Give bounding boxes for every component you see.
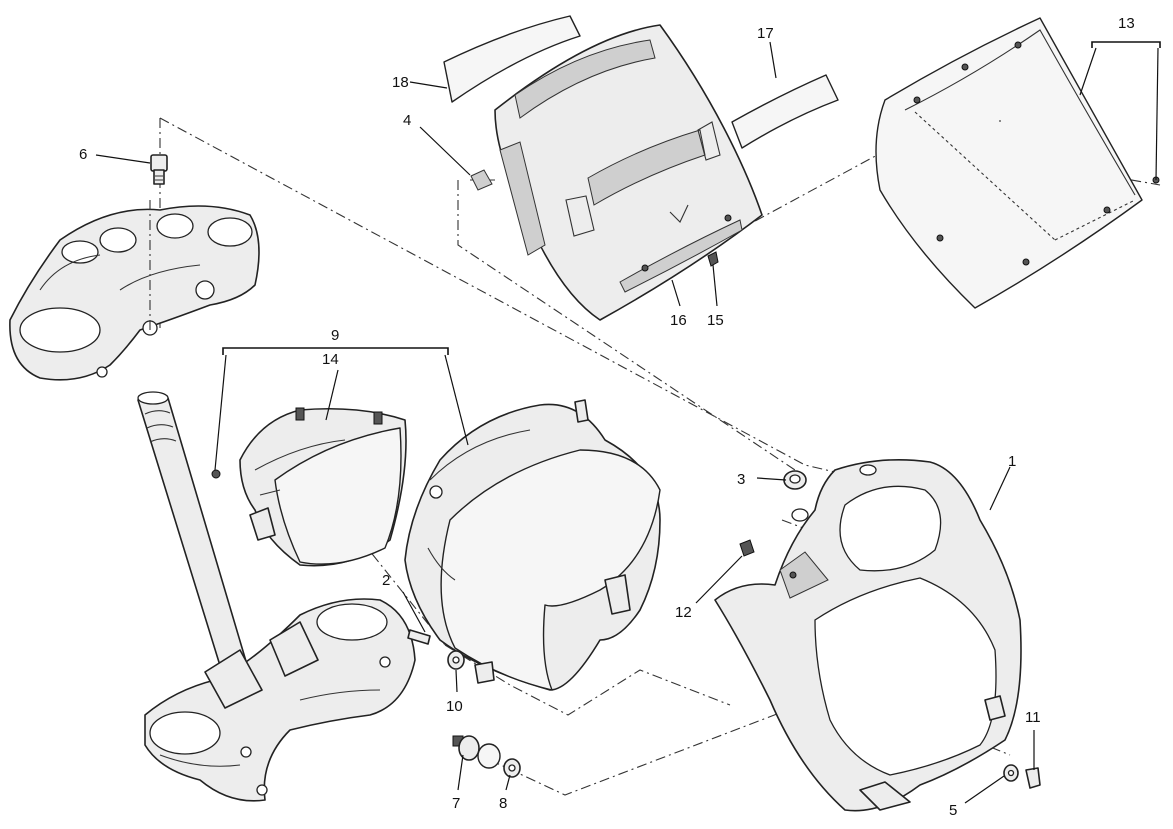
- callout-4: 4: [403, 112, 411, 129]
- rivet-icon: [641, 264, 649, 272]
- bracket-13: [1091, 41, 1161, 48]
- part-18-sticker-strip: [443, 15, 581, 103]
- part-13-windscreen: [875, 17, 1160, 309]
- steering-stem: [137, 391, 249, 675]
- callout-11: 11: [1025, 709, 1041, 726]
- screw-hole-icon: [1014, 41, 1022, 49]
- part-5-washer: [1003, 764, 1019, 782]
- rivet-icon: [724, 214, 732, 222]
- callout-12: 12: [675, 604, 692, 621]
- part-2-bolt: [407, 629, 431, 645]
- part-16-cover: [494, 24, 763, 321]
- upper-triple-clamp: [9, 200, 260, 381]
- callout-7: 7: [452, 795, 460, 812]
- callout-6: 6: [79, 146, 87, 163]
- callout-16: 16: [670, 312, 687, 329]
- screw-hole-icon: [936, 234, 944, 242]
- callout-labels: 1 2 3 4 5 6 7 8 9 10 11 12 13 14 15 16 1…: [79, 15, 1135, 819]
- part-12-screw: [739, 539, 755, 557]
- group-brackets: [214, 41, 1161, 471]
- part-3-grommet: [783, 470, 807, 490]
- callout-14: 14: [322, 351, 339, 368]
- callout-10: 10: [446, 698, 463, 715]
- screw-hole-icon: [1103, 206, 1111, 214]
- part-8-nut: [503, 758, 521, 778]
- part-14-headlight: [211, 407, 407, 567]
- callout-1: 1: [1008, 453, 1016, 470]
- callout-2: 2: [382, 572, 390, 589]
- lower-triple-clamp: [144, 598, 416, 802]
- callout-13: 13: [1118, 15, 1135, 32]
- callout-18: 18: [392, 74, 409, 91]
- part-17-sticker-strip: [731, 74, 839, 149]
- screw-hole-icon: [1022, 258, 1030, 266]
- part-7-screw-washer: [452, 735, 501, 769]
- callout-9: 9: [331, 327, 339, 344]
- part-6-screw: [150, 154, 168, 185]
- screw-icon: [707, 251, 719, 267]
- screw-hole-icon: [913, 96, 921, 104]
- part-1-front-fairing: [714, 458, 1022, 812]
- part-10-nut: [447, 650, 465, 670]
- screw-icon: [211, 469, 221, 479]
- part-11-fastener: [1025, 767, 1041, 789]
- leader-lines: [95, 41, 1035, 804]
- screw-hole-icon: [961, 63, 969, 71]
- callout-5: 5: [949, 802, 957, 819]
- part-4-clip: [470, 169, 493, 191]
- clip-icon: [470, 169, 493, 191]
- callout-8: 8: [499, 795, 507, 812]
- bracket-9: [222, 347, 449, 355]
- part-15-screw: [707, 251, 719, 267]
- callout-17: 17: [757, 25, 774, 42]
- screw-icon: [739, 539, 755, 557]
- part-9-instrument-housing: [404, 399, 661, 691]
- callout-15: 15: [707, 312, 724, 329]
- callout-3: 3: [737, 471, 745, 488]
